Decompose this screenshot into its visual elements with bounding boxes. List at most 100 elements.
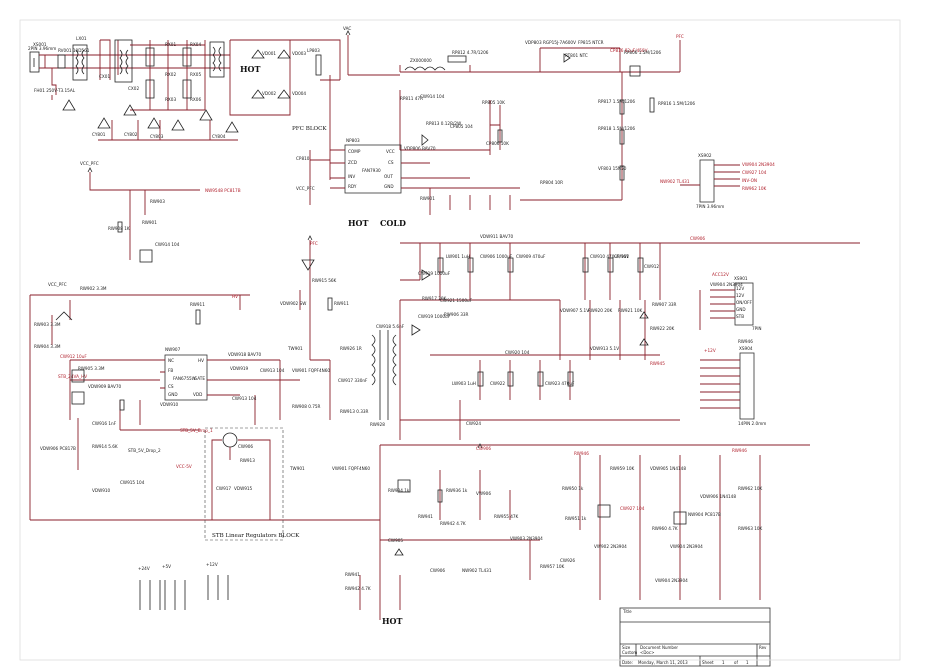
vcc-pfc-box: VCC_PFC (296, 186, 315, 191)
power-on-fb2: RW946 (732, 448, 747, 453)
stb-5v-drop-2: STB_5V_Drop_1 (180, 428, 213, 433)
vcc-on-out: RW945 (650, 361, 665, 366)
h03-label: +12V (206, 562, 218, 567)
np803-ref: NP803 (346, 138, 360, 143)
output-connector-xs904: XS904 14PIN 2.0mm RW946 +12V (700, 339, 766, 426)
vw907b-label: CW913 104 (232, 396, 257, 401)
vdp803-label: RT801 NTC (565, 53, 588, 58)
cold-label-mid: COLD (380, 218, 406, 228)
cp801-label: LP803 (307, 48, 320, 53)
vw902-label: VW902 2N3904 (594, 544, 627, 549)
main-transformer: PFC VDW902 SW RW915 56K RW911 CW918 5.6n… (228, 235, 405, 471)
cw918-label: VW901 FQPF4N60 (332, 466, 370, 471)
nw907-pin-fb: FB (168, 368, 173, 373)
secondary-outputs: VDW911 BAV70 CW906 LW901 1uH CW906 1000u… (399, 234, 860, 440)
cw915-label-b: VDW910 (160, 402, 179, 407)
vcc-5v-port: VCC-5V (176, 464, 192, 469)
vf803-label: RP805 10K (482, 100, 505, 105)
pfc-stage: ZX000000 RP812 4.7R/1206 VDP803 RGP15J-7… (399, 34, 695, 201)
xs901-desc: 7PIN (752, 326, 762, 331)
cw912-label: VDW906 PC817B (40, 446, 76, 451)
rw945-label: NW902 TL431 (462, 568, 492, 573)
y-cap-label-3: CY803 (150, 134, 164, 139)
cw916-label: CW915 104 (120, 480, 145, 485)
h01-label: +24V (138, 566, 150, 571)
cw917-stb: CW917 (216, 486, 231, 491)
vac-label: VAC (343, 26, 351, 31)
xs901-pin4: GND (736, 307, 746, 312)
fuse-label: FH01 250V-T3.15AL (34, 88, 76, 93)
cw927-label: VW904 2N3904 (655, 578, 688, 583)
vdw905-label: VDW905 1N4148 (650, 466, 686, 471)
nw907-pin-gnd: GND (168, 392, 178, 397)
vcc-regulator-block: VCC_PFC NW9548 PC817B RW908 1K CW914 104… (80, 161, 241, 263)
cw923-label: CW922 (490, 381, 505, 386)
size-value: Custom (622, 650, 637, 655)
nw907-pin-vdd: VDD (193, 392, 202, 397)
ac-input-section: XS001 2PIN 3.96mm FH01 250V-T3.15AL RV00… (28, 36, 261, 141)
cw913-label: TW901 (289, 466, 305, 471)
rw963-label: RW963 10K (738, 526, 763, 531)
np803-pin-inv: INV (348, 174, 355, 179)
vw903-label: VW903 2N3904 (510, 536, 543, 541)
vdw902-label: RW915 56K (312, 278, 337, 283)
choke-label: LX01 (76, 36, 87, 41)
vcc-pfc-port: VCC_PFC (80, 161, 99, 166)
vw901-label: TW901 (287, 346, 303, 351)
rev-label: Rev (759, 645, 767, 650)
cp805-label: CP810 (296, 156, 310, 161)
lw901-label: VDW911 BAV70 (480, 234, 514, 239)
cw922-label: LW903 1uH (452, 381, 476, 386)
plus24v-out: CW906 (690, 236, 705, 241)
ic-nw907: NW907 FAN6755W NC HV FB CS GATE GND VDD (160, 347, 300, 401)
title-label: Title (622, 609, 632, 614)
vdw915-label: VDW915 (234, 486, 253, 491)
rw960-label: RW960 4.7K (652, 526, 678, 531)
vw907-label: CW913 104 (260, 368, 285, 373)
hot-label-mid: HOT (348, 218, 369, 228)
rw914-label: CW916 1nF (92, 421, 117, 426)
cw905-label: RW941 (418, 514, 433, 519)
plus12v-port: +12V (704, 348, 716, 353)
nw907-pin-hv: HV (198, 358, 204, 363)
stb-5v-drop-1: STB_24VA_HV (58, 374, 87, 379)
hot-label-bottom: HOT (382, 616, 403, 626)
rw903-label-b: RW902 3.3M (80, 286, 107, 291)
xs901-pin1: 12V (736, 286, 744, 291)
of-label: of (734, 660, 738, 665)
rw911-label: RW911 (190, 302, 205, 307)
on-off-label: VW904 2N3904 (710, 282, 743, 287)
nw907-pin-cs: CS (168, 384, 174, 389)
size-label: Size (622, 645, 631, 650)
rw902-label: VCC_PFC (48, 282, 67, 287)
vd004-label: VD004 (292, 91, 306, 96)
acc24v-port: VW904 2N3904 (742, 162, 775, 167)
vdw911-label: RW913 0.33R (340, 409, 369, 414)
stb-linear-regulators: CW906 RW913 CW917 VDW915 STB Linear Regu… (176, 427, 300, 541)
acc-15v-port: NW9548 PC817B (205, 188, 241, 193)
output-connector-xs901: XS901 7PIN ACC12V VW904 2N3904 12V 12V O… (699, 272, 762, 331)
ps-on-port: RW962 10K (742, 186, 767, 191)
xs904-ref: XS904 (739, 346, 753, 351)
rw908-label: RW903 (150, 199, 165, 204)
vdw903-label: CW919 1000uF (418, 271, 451, 276)
nw907-pin-gate: GATE (194, 376, 205, 381)
lp802-label: ZX000000 (410, 58, 432, 63)
nw907-name: FAN6755W (173, 376, 196, 381)
nw907-pin-nc: NC (168, 358, 174, 363)
rt801-label: RP806 1.5M/1206 (624, 50, 661, 55)
stb-block-title: STB Linear Regulators BLOCK (212, 533, 300, 539)
rw955-label: RW955 47K (494, 514, 519, 519)
cw906-label: LW901 1uH (446, 254, 470, 259)
of-value: 1 (746, 660, 749, 665)
xs902-ref: XS902 (698, 153, 712, 158)
rx03-label: RX03 (165, 97, 176, 102)
rw922-label: RW921 10K (618, 308, 643, 313)
nw904b-label: NW904 PC817B (688, 512, 721, 517)
rw920-label: VDW907 5.1V (560, 308, 589, 313)
hv-port: HV (232, 294, 238, 299)
rw903-label: RW901 (142, 220, 157, 225)
cw917-label: RW926 1R (340, 346, 362, 351)
mounting-holes: +24V +5V +12V (138, 562, 229, 610)
